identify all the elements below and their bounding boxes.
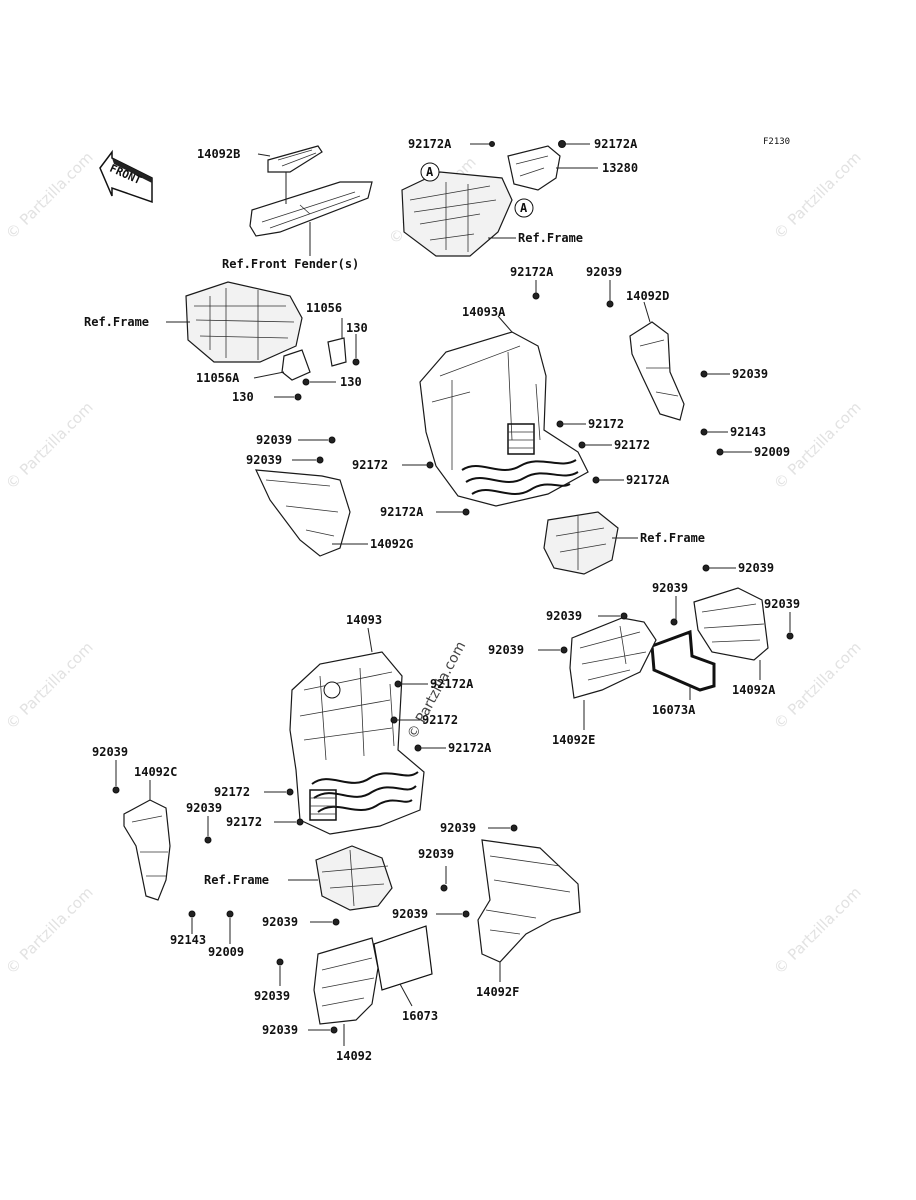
part-label: 92039	[652, 581, 688, 595]
part-label: 92172A	[626, 473, 670, 487]
part-label: 14092E	[552, 733, 595, 747]
part-label: 14092C	[134, 765, 177, 779]
part-label: 11056A	[196, 371, 240, 385]
part-frame-bracket-assembly	[401, 140, 598, 257]
part-label: 92143	[730, 425, 766, 439]
part-label: 92039	[92, 745, 128, 759]
part-label: 130	[340, 375, 362, 389]
part-label: 92172A	[448, 741, 492, 755]
part-cover-14092G	[255, 436, 368, 557]
part-label: Ref.Front Fender(s)	[222, 257, 359, 271]
watermark-text: © Partzilla.com	[2, 398, 97, 493]
part-label: 92039	[440, 821, 476, 835]
watermark-text: © Partzilla.com	[770, 883, 865, 978]
part-label: 92009	[208, 945, 244, 959]
part-label: 92039	[254, 989, 290, 1003]
part-cover-14092A	[650, 564, 794, 700]
part-label: 14092B	[197, 147, 240, 161]
part-frame-section-lower	[288, 845, 393, 911]
watermark-text: © Partzilla.com	[2, 148, 97, 243]
part-label: 92009	[754, 445, 790, 459]
part-label: 92039	[256, 433, 292, 447]
part-frame-with-brackets	[166, 281, 360, 401]
watermark-text: © Partzilla.com	[770, 638, 865, 733]
part-label: 92172A	[380, 505, 424, 519]
part-label: 14093A	[462, 305, 506, 319]
part-label: 92039	[546, 609, 582, 623]
part-label: 11056	[306, 301, 342, 315]
part-label: 92172	[226, 815, 262, 829]
part-label: 92172A	[510, 265, 554, 279]
part-label: 92039	[262, 915, 298, 929]
part-floor-14093	[264, 627, 446, 835]
part-label: 92172A	[430, 677, 474, 691]
part-label: 92172A	[408, 137, 452, 151]
watermark-text: © Partzilla.com	[770, 148, 865, 243]
part-label: 92172	[214, 785, 250, 799]
part-label: 13280	[602, 161, 638, 175]
figure-code: F2130	[763, 137, 790, 147]
part-label: 130	[346, 321, 368, 335]
part-label: 92039	[764, 597, 800, 611]
part-label: 14092G	[370, 537, 413, 551]
part-label: 16073	[402, 1009, 438, 1023]
part-cover-14092C	[112, 760, 234, 944]
front-direction-arrow-icon: FRONT	[99, 149, 153, 204]
part-cover-14092D	[606, 280, 752, 456]
part-label: 14093	[346, 613, 382, 627]
part-label: 92039	[418, 847, 454, 861]
part-label: 16073A	[652, 703, 696, 717]
part-label: 92172	[352, 458, 388, 472]
part-label: 92039	[732, 367, 768, 381]
part-label: 92039	[246, 453, 282, 467]
part-label: 14092	[336, 1049, 372, 1063]
part-floor-14093A	[402, 280, 624, 516]
callout-marker: A	[426, 165, 434, 179]
part-label: 14092A	[732, 683, 776, 697]
part-cover-14092F	[436, 824, 581, 982]
part-label: Ref.Frame	[84, 315, 149, 329]
watermark-text: © Partzilla.com	[2, 883, 97, 978]
part-cover-14092E	[538, 612, 657, 730]
part-label: Ref.Frame	[640, 531, 705, 545]
part-front-fender-cover	[249, 145, 373, 256]
part-label: 14092F	[476, 985, 519, 999]
part-label: 92039	[186, 801, 222, 815]
part-label: Ref.Frame	[518, 231, 583, 245]
part-label: 14092D	[626, 289, 669, 303]
part-label: 92039	[262, 1023, 298, 1037]
part-label: 92039	[586, 265, 622, 279]
part-label: 92039	[488, 643, 524, 657]
part-label: 92039	[392, 907, 428, 921]
watermark-text: © Partzilla.com	[2, 638, 97, 733]
part-label: Ref.Frame	[204, 873, 269, 887]
part-label: 92172A	[594, 137, 638, 151]
part-frame-section-center	[543, 511, 638, 575]
part-label: 130	[232, 390, 254, 404]
part-label: 92172	[588, 417, 624, 431]
part-cover-14092	[276, 918, 433, 1046]
part-label: 92039	[738, 561, 774, 575]
part-label: 92143	[170, 933, 206, 947]
callout-marker: A	[520, 201, 528, 215]
part-label: 92172	[614, 438, 650, 452]
part-label: 92172	[422, 713, 458, 727]
